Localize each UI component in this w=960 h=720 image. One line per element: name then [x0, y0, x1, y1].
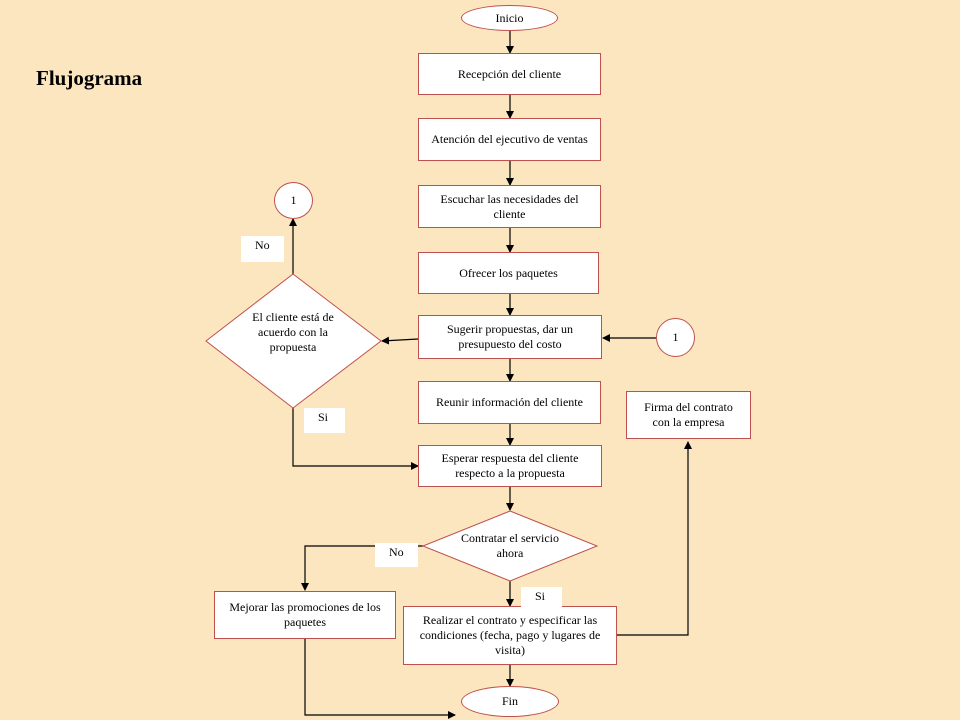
- connector-right-text: 1: [672, 330, 679, 344]
- node-inicio-text: Inicio: [495, 10, 524, 25]
- node-inicio: Inicio: [461, 5, 558, 31]
- label-si-contratar: Si: [521, 587, 562, 608]
- arrow-decision-esperar: [292, 408, 419, 470]
- node-firma-text: Firma del contrato con la empresa: [644, 400, 733, 429]
- arrow-realizar-firma: [617, 441, 692, 636]
- connector-left-text: 1: [290, 193, 297, 207]
- node-escuchar-text: Escuchar las necesidades del cliente: [440, 191, 579, 221]
- node-sugerir-text: Sugerir propuestas, dar un presupuesto d…: [447, 322, 573, 351]
- decision-acuerdo-text: El cliente está de acuerdo con la propue…: [252, 310, 334, 354]
- node-ofrecer: Ofrecer los paquetes: [418, 252, 599, 294]
- node-atencion-text: Atención del ejecutivo de ventas: [431, 132, 588, 146]
- node-fin: Fin: [461, 686, 559, 717]
- node-sugerir: Sugerir propuestas, dar un presupuesto d…: [418, 315, 602, 359]
- node-firma: Firma del contrato con la empresa: [626, 391, 751, 439]
- label-no-contratar: No: [375, 543, 418, 567]
- page-title: Flujograma: [36, 66, 143, 90]
- label-si-acuerdo: Si: [304, 408, 345, 433]
- connector-left: 1: [274, 182, 313, 219]
- node-esperar: Esperar respuesta del cliente respecto a…: [418, 445, 602, 487]
- label-no-acuerdo: No: [241, 236, 284, 262]
- node-reunir: Reunir información del cliente: [418, 381, 601, 424]
- node-ofrecer-text: Ofrecer los paquetes: [459, 265, 558, 280]
- node-realizar-text: Realizar el contrato y especificar las c…: [419, 613, 601, 657]
- node-esperar-text: Esperar respuesta del cliente respecto a…: [441, 451, 579, 480]
- node-mejorar-text: Mejorar las promociones de los paquetes: [229, 600, 381, 629]
- node-recepcion: Recepción del cliente: [418, 53, 601, 95]
- node-reunir-text: Reunir información del cliente: [436, 395, 583, 409]
- decision-contratar-shape: [421, 510, 599, 582]
- arrow-mejorar-fin: [304, 639, 456, 719]
- arrow-sugerir-decision: [381, 336, 419, 345]
- node-recepcion-text: Recepción del cliente: [457, 66, 562, 81]
- decision-contratar-text: Contratar el servicio ahora: [461, 531, 559, 560]
- node-atencion: Atención del ejecutivo de ventas: [418, 118, 601, 161]
- decision-acuerdo-shape: [205, 273, 382, 409]
- node-mejorar: Mejorar las promociones de los paquetes: [214, 591, 396, 639]
- connector-right: 1: [656, 318, 695, 357]
- node-realizar: Realizar el contrato y especificar las c…: [403, 606, 617, 665]
- node-fin-text: Fin: [501, 694, 518, 708]
- node-escuchar: Escuchar las necesidades del cliente: [418, 185, 601, 228]
